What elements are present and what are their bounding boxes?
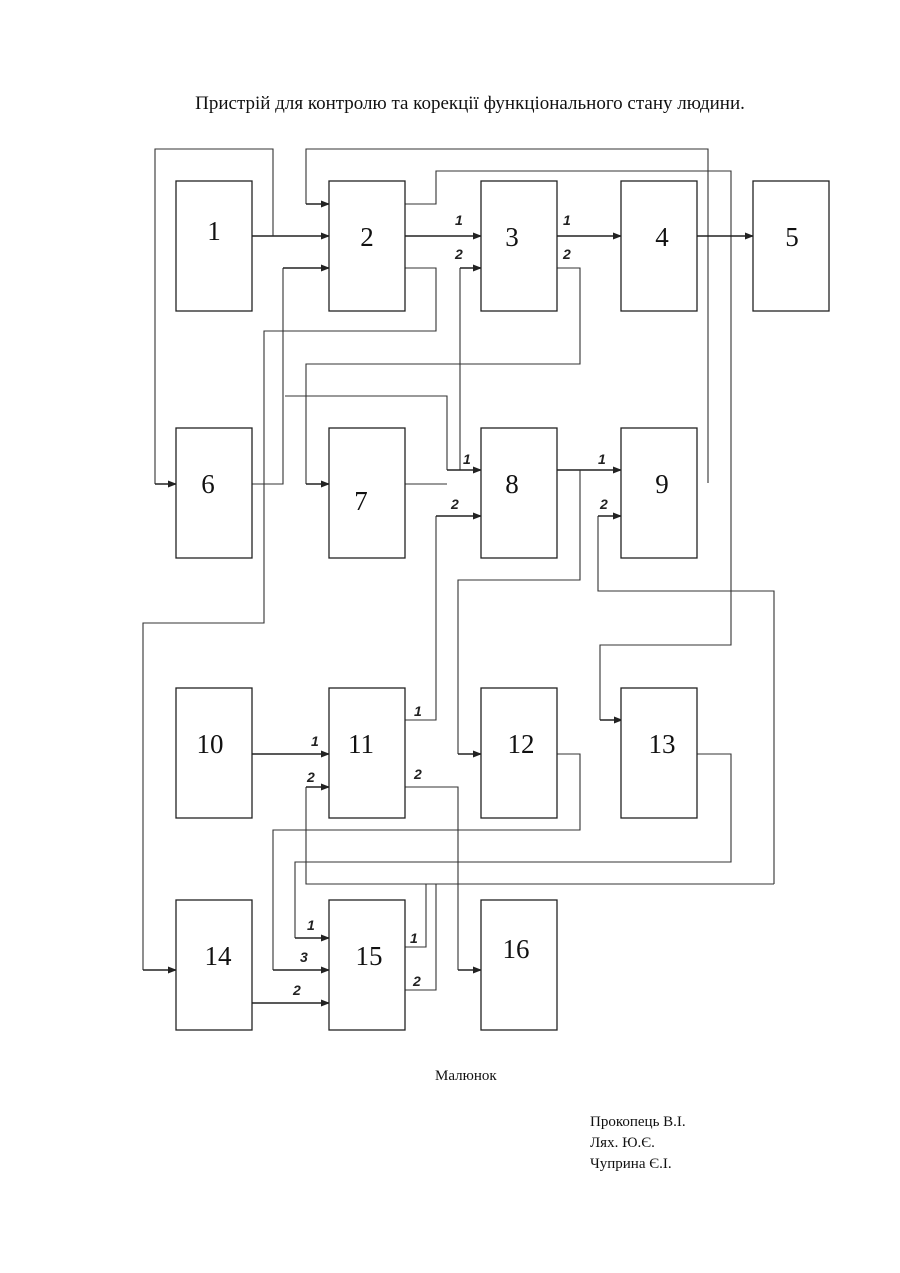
block-label: 5 [785, 222, 799, 252]
port-label: 2 [454, 246, 463, 262]
authors-list: Прокопець В.І. Лях. Ю.Є. Чуприна Є.І. [590, 1112, 686, 1175]
block-label: 9 [655, 469, 669, 499]
port-label: 1 [455, 212, 463, 228]
port-label: 2 [413, 766, 422, 782]
port-label: 1 [463, 451, 471, 467]
block-label: 8 [505, 469, 519, 499]
block-label: 4 [655, 222, 669, 252]
block-6: 6 [176, 428, 252, 558]
author-name: Чуприна Є.І. [590, 1154, 686, 1175]
block-4: 4 [621, 181, 697, 311]
port-label: 2 [562, 246, 571, 262]
port-label: 2 [412, 973, 421, 989]
block-9: 9 [621, 428, 697, 558]
block-12: 12 [481, 688, 557, 818]
block-label: 6 [201, 469, 215, 499]
port-label: 3 [300, 949, 308, 965]
port-label: 1 [410, 930, 418, 946]
port-label: 1 [414, 703, 422, 719]
block-5: 5 [753, 181, 829, 311]
block-15: 15 [329, 900, 405, 1030]
block-label: 16 [503, 934, 530, 964]
block-11: 11 [329, 688, 405, 818]
block-14: 14 [176, 900, 252, 1030]
block-label: 7 [354, 486, 368, 516]
block-label: 3 [505, 222, 519, 252]
block-label: 10 [197, 729, 224, 759]
block-label: 12 [508, 729, 535, 759]
block-3: 3 [481, 181, 557, 311]
block-label: 11 [348, 729, 374, 759]
port-label: 1 [307, 917, 315, 933]
block-label: 1 [207, 216, 221, 246]
figure-caption: Малюнок [435, 1068, 497, 1085]
port-label: 2 [306, 769, 315, 785]
block-10: 10 [176, 688, 252, 818]
port-label: 2 [450, 496, 459, 512]
block-label: 13 [649, 729, 676, 759]
port-label: 1 [311, 733, 319, 749]
port-label: 2 [599, 496, 608, 512]
port-label: 2 [292, 982, 301, 998]
block-16: 16 [481, 900, 557, 1030]
block-1: 1 [176, 181, 252, 311]
author-name: Лях. Ю.Є. [590, 1133, 686, 1154]
block-label: 15 [356, 941, 383, 971]
author-name: Прокопець В.І. [590, 1112, 686, 1133]
port-label: 1 [563, 212, 571, 228]
block-2: 2 [329, 181, 405, 311]
port-label: 1 [598, 451, 606, 467]
block-8: 8 [481, 428, 557, 558]
block-label: 14 [205, 941, 233, 971]
port-labels: 1 2 1 2 1 2 1 2 1 2 1 2 1 3 2 1 2 [292, 212, 608, 998]
block-7: 7 [329, 428, 405, 558]
block-label: 2 [360, 222, 374, 252]
block-13: 13 [621, 688, 697, 818]
